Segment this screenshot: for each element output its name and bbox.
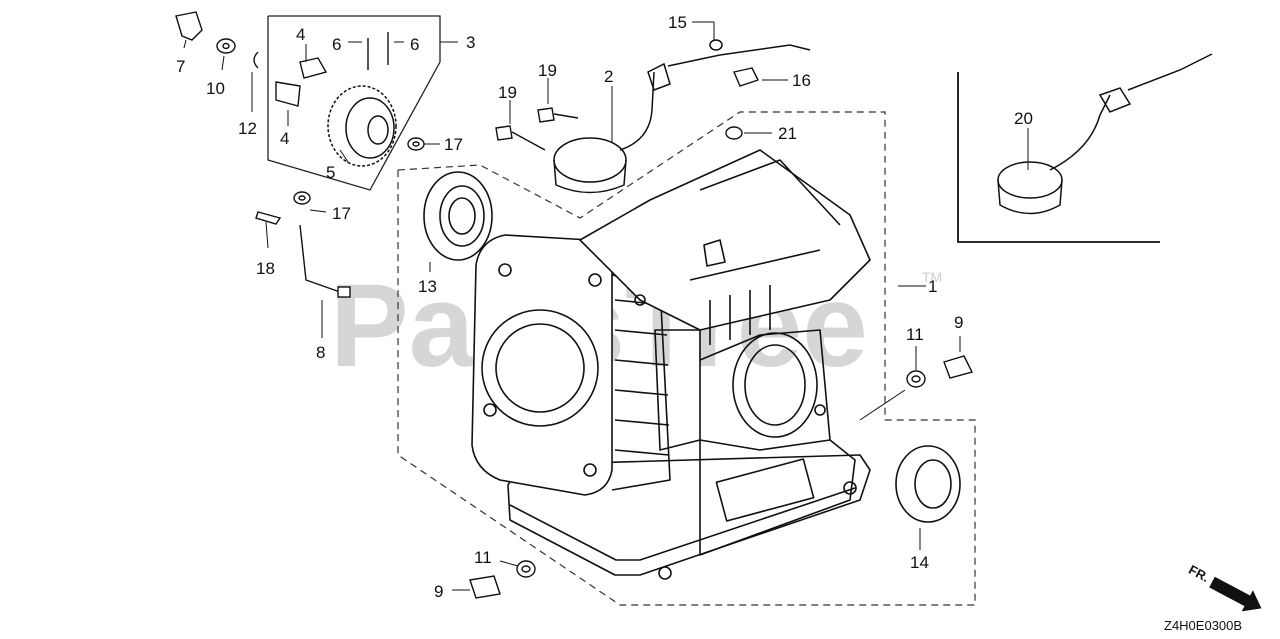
callout-9a: 9 [954, 313, 963, 332]
callout-11b: 11 [474, 548, 492, 567]
callout-16: 16 [792, 71, 811, 90]
callout-18: 18 [256, 259, 275, 278]
front-direction-arrow: FR. [1186, 562, 1262, 612]
oil-pump-group-box [267, 15, 441, 191]
callout-5: 5 [326, 163, 335, 182]
callout-19b: 19 [498, 83, 517, 102]
callout-13: 13 [418, 277, 437, 296]
arrow-right-icon [1209, 576, 1262, 612]
callout-14: 14 [910, 553, 929, 572]
front-arrow-label: FR. [1186, 562, 1212, 585]
oil-seal-part [895, 445, 961, 523]
crankcase-body [471, 149, 871, 580]
callout-6a: 6 [332, 35, 341, 54]
callout-10: 10 [206, 79, 225, 98]
callout-3: 3 [466, 33, 475, 52]
callout-17b: 17 [332, 204, 351, 223]
inset-box [957, 72, 1160, 243]
callout-labels: 1 2 3 4 4 5 6 6 7 8 9 9 10 11 11 12 13 1… [176, 13, 1033, 601]
callout-4b: 4 [280, 129, 289, 148]
callout-17a: 17 [444, 135, 463, 154]
callout-9b: 9 [434, 582, 443, 601]
bearing-part [423, 171, 493, 261]
callout-15: 15 [668, 13, 687, 32]
inset-oil-sensor-part [997, 53, 1213, 215]
diagram-code: Z4H0E0300B [1164, 618, 1242, 633]
callout-11a: 11 [906, 325, 924, 344]
callout-20: 20 [1014, 109, 1033, 128]
callout-7: 7 [176, 57, 185, 76]
callout-1: 1 [928, 277, 937, 296]
callout-12: 12 [238, 119, 257, 138]
callout-8: 8 [316, 343, 325, 362]
flyweight-parts [275, 32, 389, 107]
leader-lines [183, 21, 1029, 591]
callout-4a: 4 [296, 25, 305, 44]
crankcase-group-box [397, 111, 976, 606]
callout-6b: 6 [410, 35, 419, 54]
callout-2: 2 [604, 67, 613, 86]
callout-21: 21 [778, 124, 797, 143]
oil-sensor-part [553, 39, 811, 194]
watermark-trademark: TM [922, 269, 942, 285]
small-hardware [175, 11, 974, 599]
governor-gear-part [327, 85, 397, 167]
callout-19a: 19 [538, 61, 557, 80]
